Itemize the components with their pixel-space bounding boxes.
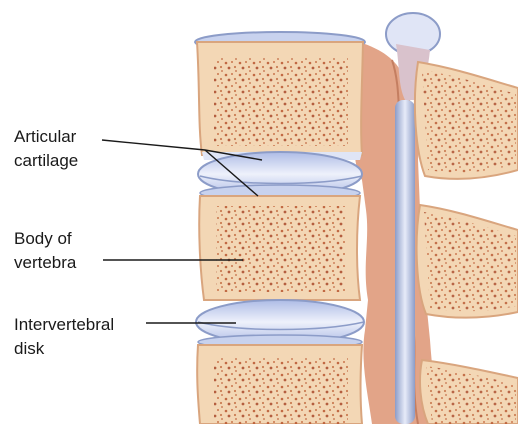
spinous-processes — [415, 62, 518, 424]
label-body-line1: Body of — [14, 228, 72, 250]
lower-disk — [196, 300, 364, 349]
label-disk-line1: Intervertebral — [14, 314, 114, 336]
facet-joint-column — [395, 100, 415, 424]
label-articular-line2: cartilage — [14, 150, 78, 172]
label-articular-line1: Articular — [14, 126, 76, 148]
vertebra-middle — [199, 196, 360, 300]
vertebra-bottom — [197, 345, 362, 424]
upper-disk — [198, 152, 362, 201]
label-disk-line2: disk — [14, 338, 44, 360]
vertebra-top — [195, 32, 365, 155]
label-body-line2: vertebra — [14, 252, 76, 274]
